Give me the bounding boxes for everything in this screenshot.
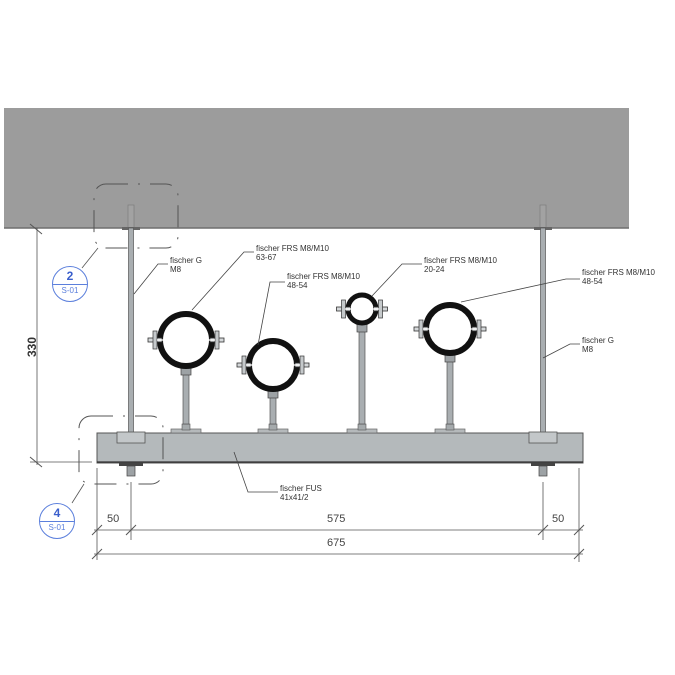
threaded-rod xyxy=(128,227,134,434)
clamp-bolt xyxy=(152,330,158,350)
leader-line xyxy=(460,278,580,303)
callout-size: M8 xyxy=(582,345,594,354)
dimension-span: 575 xyxy=(327,513,346,525)
bottom-nut xyxy=(538,465,548,477)
bottom-nut xyxy=(126,465,136,477)
detail-tag-number: 2 xyxy=(66,269,74,283)
leader-line xyxy=(542,343,580,359)
clamp-base-nut xyxy=(268,423,278,431)
mounting-channel xyxy=(96,432,584,464)
callout-product: fischer G xyxy=(582,336,615,345)
clamp-bolt xyxy=(214,330,220,350)
rod-nut-plate xyxy=(116,431,146,444)
callout-size: 41x41/2 xyxy=(280,493,309,502)
clamp-bolt xyxy=(341,299,346,319)
callout-size: 48-54 xyxy=(287,281,308,290)
leader-line xyxy=(371,263,422,297)
bottom-washer xyxy=(531,463,555,466)
clamp-bolt xyxy=(241,355,247,375)
clamp-bolt xyxy=(476,319,482,339)
detail-tag-number: 4 xyxy=(53,506,61,520)
tag-divider xyxy=(53,284,87,285)
callout-size: 20-24 xyxy=(424,265,445,274)
detail-tag-sheet: S-01 xyxy=(48,523,66,532)
callout-product: fischer G xyxy=(170,256,203,265)
dimension-overall: 675 xyxy=(327,537,346,549)
callout-product: fischer FRS M8/M10 xyxy=(256,244,329,253)
callout-product: fischer FRS M8/M10 xyxy=(424,256,497,265)
clamp-base-nut xyxy=(181,423,191,431)
clamp-base-nut xyxy=(357,423,367,431)
threaded-rod xyxy=(540,227,546,434)
callout-size: M8 xyxy=(170,265,182,274)
detail-tag-sheet: S-01 xyxy=(61,286,79,295)
clamp-threaded-post xyxy=(182,371,190,425)
leader-line xyxy=(133,263,168,295)
dim-tick xyxy=(29,223,43,235)
clamp-bolt xyxy=(418,319,424,339)
callout-product: fischer FRS M8/M10 xyxy=(287,272,360,281)
detail-leader-4 xyxy=(71,483,85,504)
detail-boundary-4 xyxy=(78,415,164,485)
detail-tag-4[interactable]: 4 S-01 xyxy=(39,503,75,539)
tag-divider xyxy=(40,521,74,522)
leader-line xyxy=(233,451,278,493)
clamp-threaded-post xyxy=(446,358,454,425)
callout-size: 48-54 xyxy=(582,277,603,286)
anchor-sleeve xyxy=(539,204,547,230)
clamp-bolt xyxy=(299,355,305,375)
dim-tick xyxy=(91,524,103,536)
leader-line xyxy=(257,281,285,346)
dim-tick xyxy=(537,524,549,536)
detail-tag-2[interactable]: 2 S-01 xyxy=(52,266,88,302)
dimension-height: 330 xyxy=(25,336,40,358)
clamp-base-nut xyxy=(445,423,455,431)
dimension-left-offset: 50 xyxy=(107,513,120,525)
callout-size: 63-67 xyxy=(256,253,277,262)
clamp-threaded-post xyxy=(358,328,366,425)
dimension-right-offset: 50 xyxy=(552,513,565,525)
dim-tick xyxy=(125,524,137,536)
rod-nut-plate xyxy=(528,431,558,444)
leader-line xyxy=(191,251,254,311)
dim-tick xyxy=(91,548,103,560)
bottom-washer xyxy=(119,463,143,466)
dim-tick xyxy=(573,548,585,560)
dim-tick xyxy=(573,524,585,536)
clamp-bolt xyxy=(378,299,383,319)
detail-leader-2 xyxy=(81,247,99,269)
callout-product: fischer FUS xyxy=(280,484,322,493)
concrete-slab xyxy=(4,108,629,228)
detail-boundary-2 xyxy=(93,183,179,249)
anchor-sleeve xyxy=(127,204,135,230)
callout-product: fischer FRS M8/M10 xyxy=(582,268,655,277)
clamp-threaded-post xyxy=(269,394,277,425)
